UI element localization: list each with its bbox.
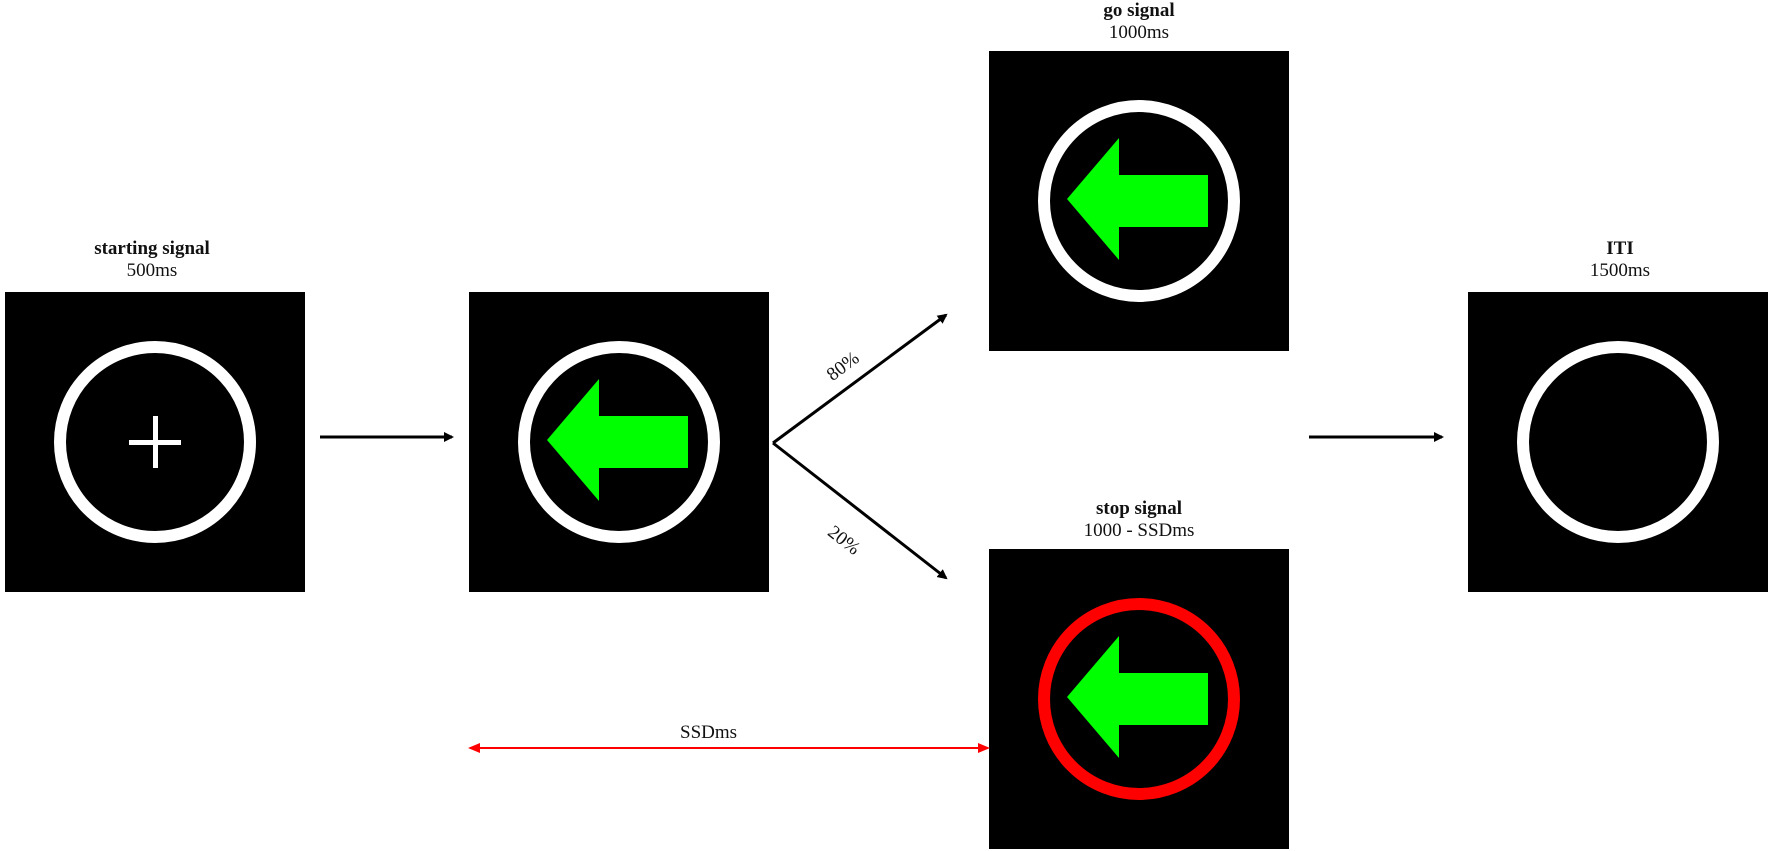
iti-panel [1468, 292, 1768, 592]
starting-signal-panel [5, 292, 305, 592]
iti-label: ITI 1500ms [1450, 238, 1772, 282]
stimulus-graphic [518, 341, 720, 543]
starting-signal-duration: 500ms [126, 260, 178, 281]
stop-signal-graphic [1038, 598, 1240, 800]
arrow-branch-stop [772, 441, 948, 580]
red-ring-icon [1038, 598, 1240, 800]
go-signal-label: go signal 1000ms [969, 0, 1309, 44]
arrow-branch-go [772, 313, 948, 445]
go-signal-panel [989, 51, 1289, 351]
stimulus-panel [469, 292, 769, 592]
left-arrow-icon [547, 379, 688, 501]
stop-signal-panel [989, 549, 1289, 849]
stop-signal-duration: 1000 - SSDms [1083, 520, 1195, 541]
ring-icon [518, 341, 720, 543]
go-signal-graphic [1038, 100, 1240, 302]
iti-duration: 1500ms [1589, 260, 1651, 281]
starting-signal-title: starting signal [94, 238, 210, 259]
ring-icon [54, 341, 256, 543]
go-signal-duration: 1000ms [1108, 22, 1170, 43]
fixation-cross-icon [129, 416, 181, 468]
stop-signal-label: stop signal 1000 - SSDms [969, 498, 1309, 542]
ring-icon [1038, 100, 1240, 302]
left-arrow-icon [1067, 138, 1208, 260]
stop-signal-title: stop signal [1095, 498, 1183, 519]
starting-signal-graphic [54, 341, 256, 543]
starting-signal-label: starting signal 500ms [0, 238, 322, 282]
go-signal-title: go signal [1103, 0, 1175, 21]
left-arrow-icon [1067, 636, 1208, 758]
iti-title: ITI [1606, 238, 1634, 259]
iti-graphic [1517, 341, 1719, 543]
ssd-label: SSDms [680, 722, 738, 743]
ring-icon [1517, 341, 1719, 543]
